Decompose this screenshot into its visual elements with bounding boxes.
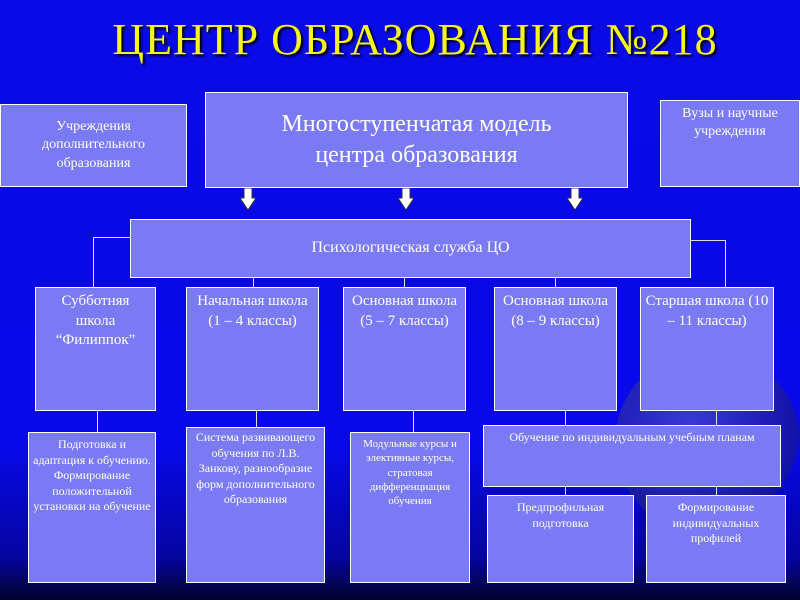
box-main-model: Многоступенчатая модель центра образован… [205,92,628,188]
connector-line [93,237,130,238]
detail-modular-courses: Модульные курсы и элективные курсы, стра… [350,432,470,583]
arrow-down-icon [240,188,256,210]
connector-line [555,278,556,287]
page-title: ЦЕНТР ОБРАЗОВАНИЯ №218 [112,15,718,64]
connector-line [404,278,405,287]
detail-zankov-system: Система развивающего обучения по Л.В. За… [186,427,325,583]
connector-line [97,411,98,432]
box-universities: Вузы и научные учреждения [660,100,800,187]
detail-preprofile: Предпрофильная подготовка [487,495,634,583]
level-senior-school: Старшая школа (10 – 11 классы) [640,287,774,411]
detail-individual-profiles: Формирование индивидуальных профилей [646,495,786,583]
level-primary-school: Начальная школа (1 – 4 классы) [186,287,319,411]
connector-line [691,240,725,241]
connector-line [565,486,566,495]
level-saturday-school: Субботняя школа “Филиппок” [35,287,156,411]
connector-line [256,411,257,427]
box-additional-education: Учреждения дополнительного образования [0,104,187,187]
connector-line [93,237,94,287]
box-psych-service: Психологическая служба ЦО [130,219,691,278]
connector-line [565,411,566,425]
level-basic-school-8-9: Основная школа (8 – 9 классы) [494,287,617,411]
connector-line [716,486,717,495]
connector-line [725,240,726,287]
level-basic-school-5-7: Основная школа (5 – 7 классы) [343,287,466,411]
detail-individual-plans: Обучение по индивидуальным учебным плана… [483,425,781,487]
arrow-down-icon [398,188,414,210]
connector-line [413,411,414,432]
connector-line [716,411,717,425]
arrow-down-icon [567,188,583,210]
connector-line [253,278,254,287]
detail-adaptation: Подготовка и адаптация к обучению. Форми… [28,432,156,583]
